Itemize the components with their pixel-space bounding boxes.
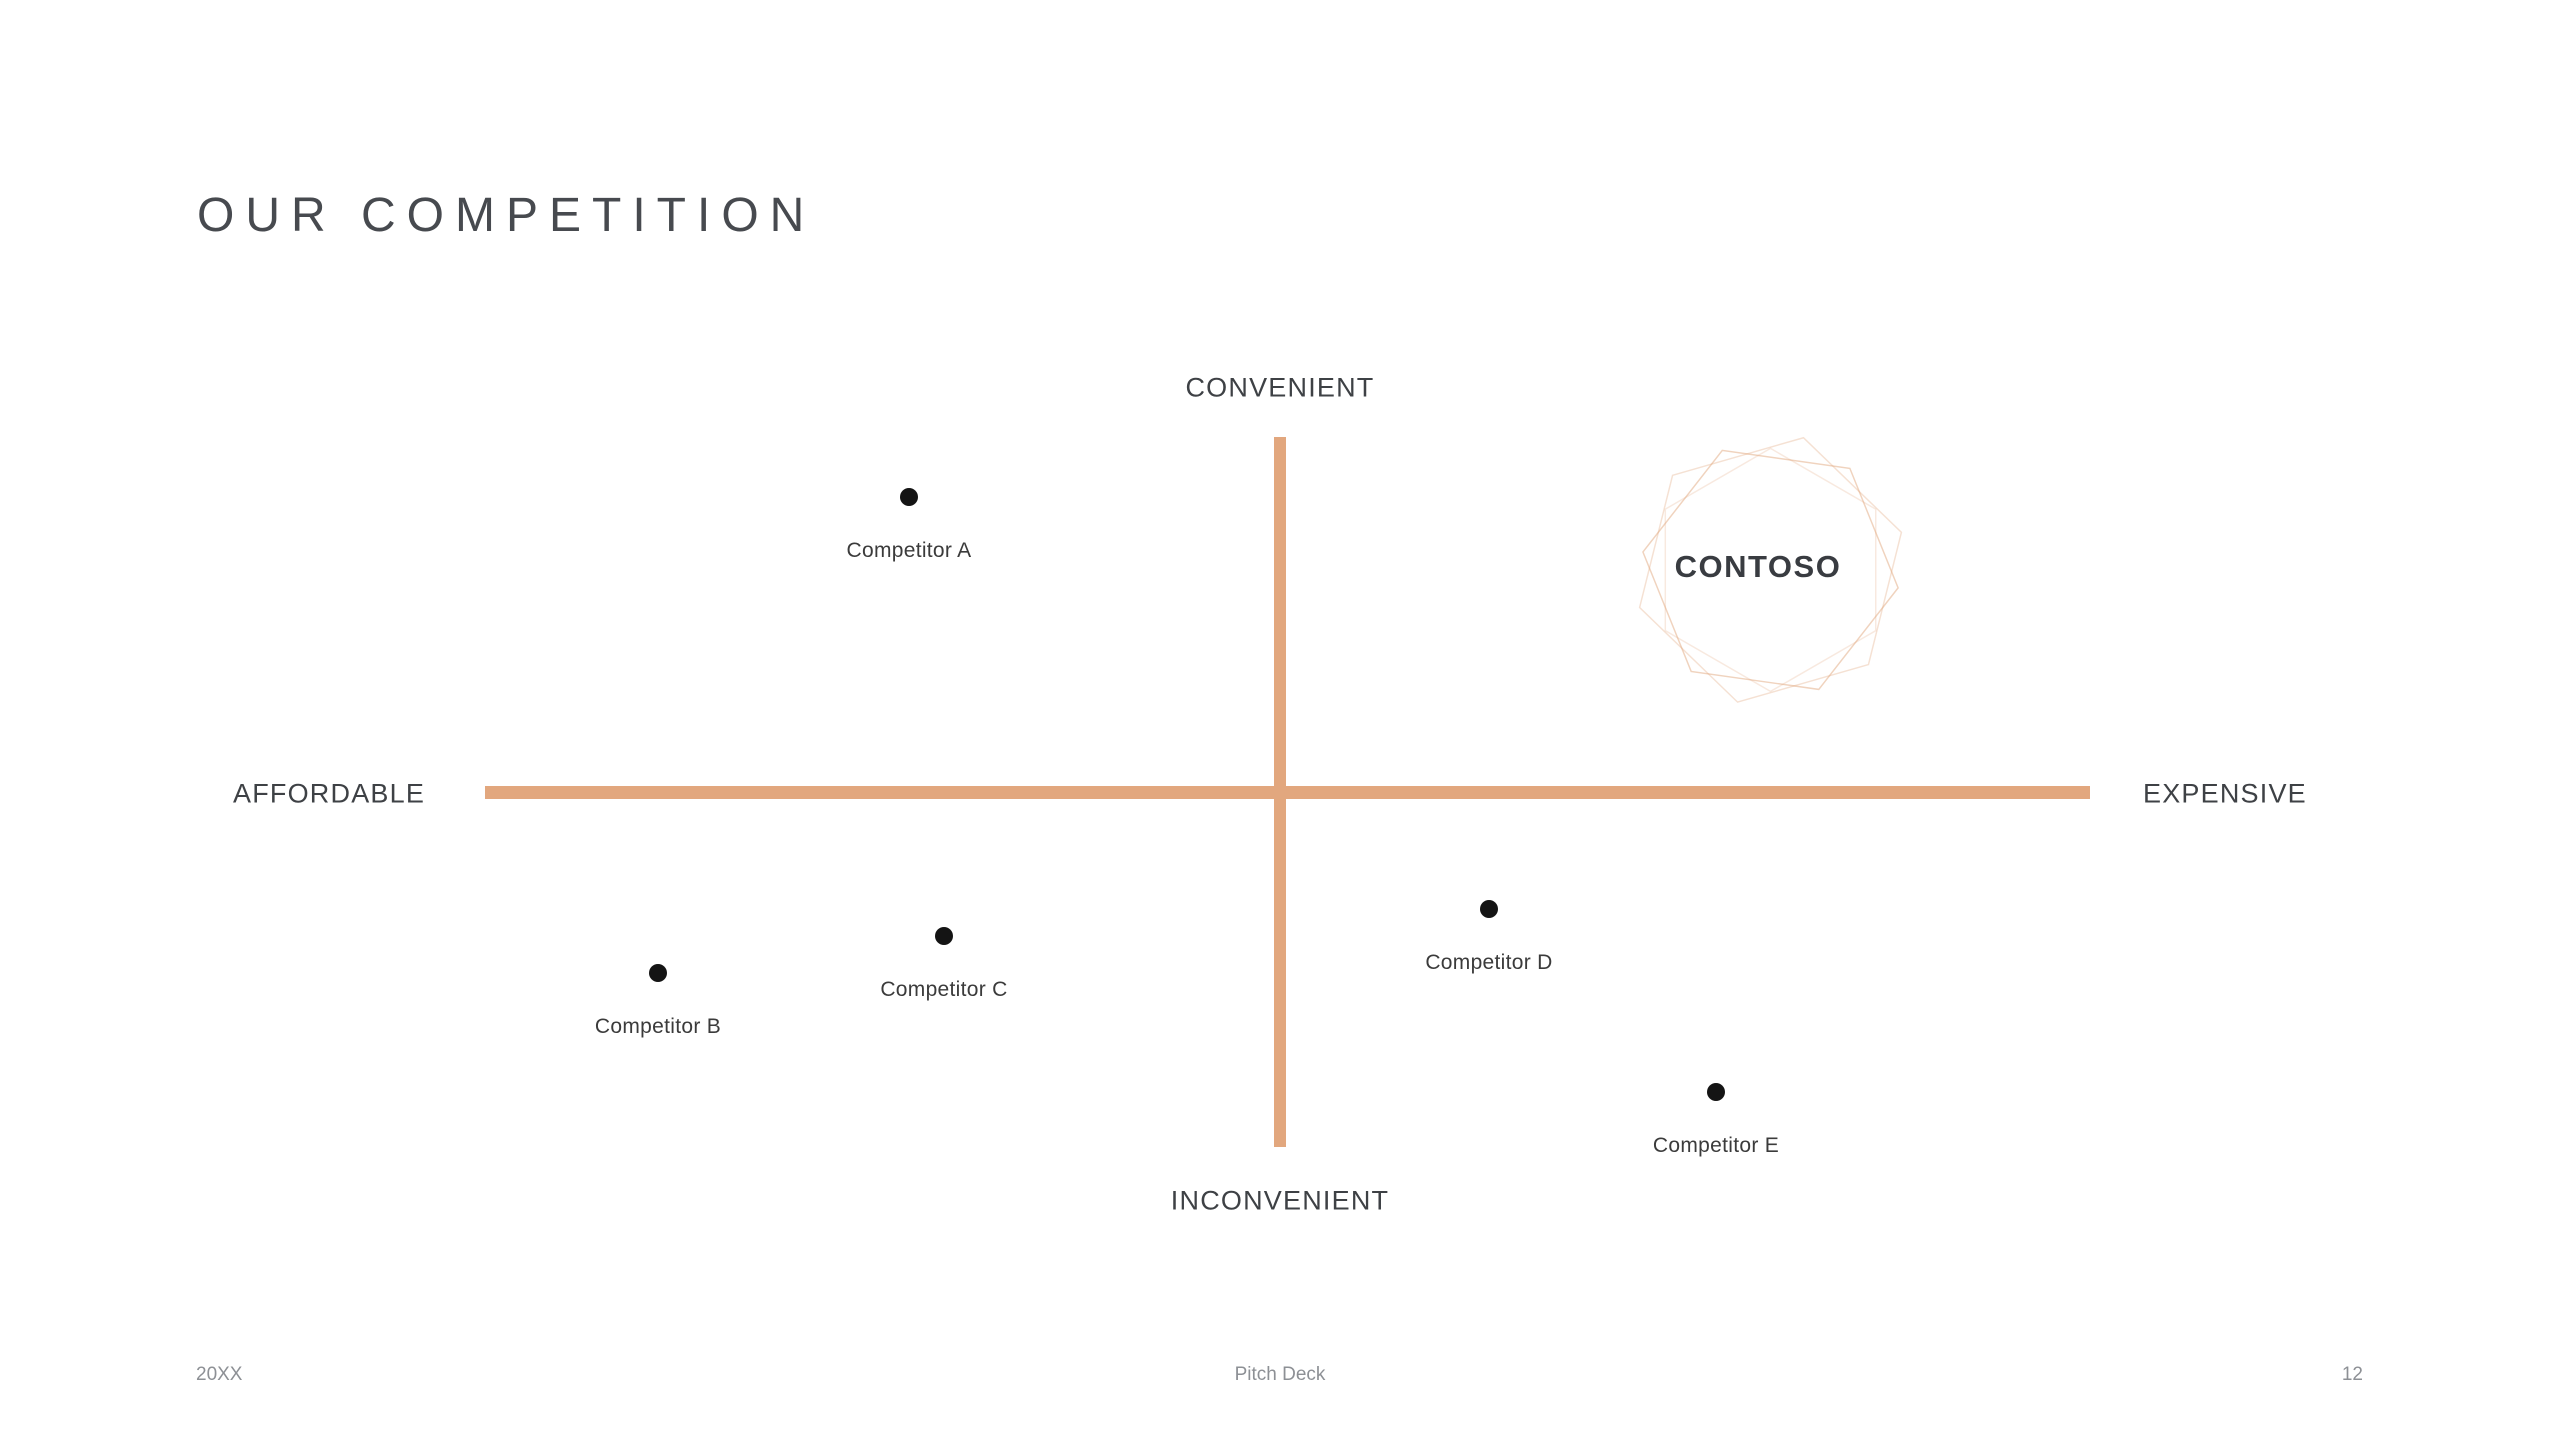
competitor-dot bbox=[649, 964, 667, 982]
slide-title: OUR COMPETITION bbox=[197, 189, 816, 242]
competitor-dot bbox=[1480, 900, 1498, 918]
contoso-logo: CONTOSO bbox=[1611, 430, 1919, 708]
contoso-logo-geometric-outline-icon bbox=[1638, 436, 1903, 703]
axis-label-convenient: CONVENIENT bbox=[1185, 372, 1375, 403]
footer-year: 20XX bbox=[196, 1364, 243, 1385]
footer-deck-name: Pitch Deck bbox=[1234, 1364, 1326, 1385]
axis-label-affordable: AFFORDABLE bbox=[233, 778, 426, 809]
footer-page-number: 12 bbox=[2341, 1364, 2363, 1385]
competitor-label: Competitor B bbox=[594, 1015, 722, 1038]
competitor-label: Competitor D bbox=[1425, 951, 1553, 974]
vertical-axis-line bbox=[1274, 437, 1286, 1147]
competitor-label: Competitor C bbox=[880, 978, 1008, 1001]
axis-label-inconvenient: INCONVENIENT bbox=[1170, 1185, 1390, 1216]
contoso-logo-text: CONTOSO bbox=[1674, 549, 1842, 584]
competitor-dot bbox=[935, 927, 953, 945]
competitor-label: Competitor E bbox=[1652, 1134, 1780, 1157]
axis-label-expensive: EXPENSIVE bbox=[2143, 778, 2307, 809]
competitor-dot bbox=[900, 488, 918, 506]
horizontal-axis-line bbox=[485, 786, 2090, 799]
competitor-label: Competitor A bbox=[846, 539, 972, 562]
competitor-dot bbox=[1707, 1083, 1725, 1101]
